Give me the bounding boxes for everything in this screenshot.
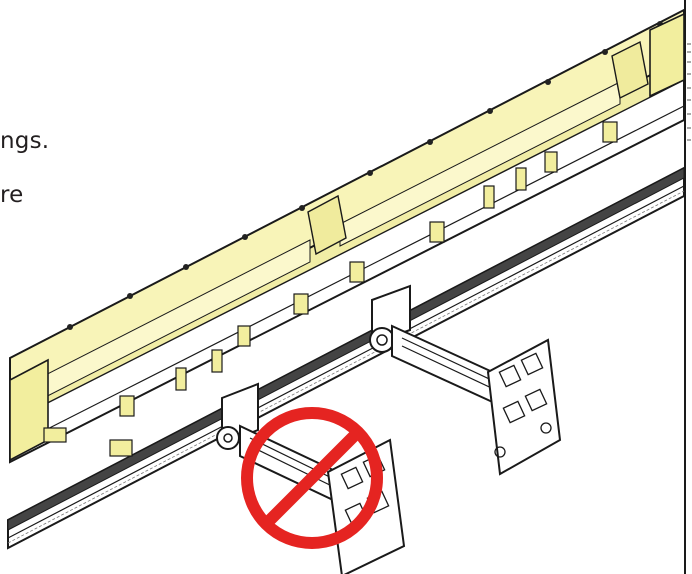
no-sign-icon (241, 407, 383, 549)
rail-clips (119, 121, 618, 417)
instruction-text-fragment-2: re (0, 182, 24, 208)
instruction-text-fragment-1: ngs. (0, 128, 50, 154)
left-end-cap (9, 358, 133, 462)
page-edge-rule (684, 0, 686, 574)
page-edge-marks (687, 43, 691, 141)
mounting-bracket-correct (369, 284, 562, 476)
